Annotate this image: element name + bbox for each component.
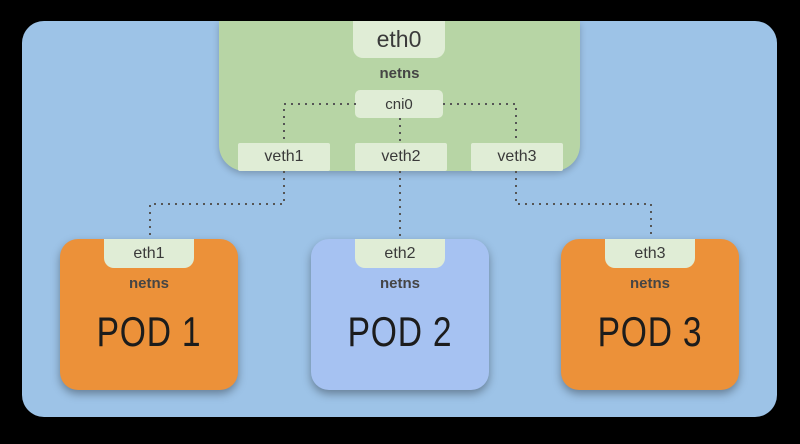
pod-1-box: eth1 netns POD 1	[60, 239, 238, 390]
eth1-interface-box: eth1	[104, 239, 194, 268]
eth2-interface-box: eth2	[355, 239, 445, 268]
veth3-box: veth3	[471, 143, 563, 171]
eth3-interface-box: eth3	[605, 239, 695, 268]
pod-1-netns-label: netns	[128, 275, 169, 292]
eth0-label: eth0	[376, 26, 422, 52]
pod-3-netns-label: netns	[629, 275, 670, 292]
pod-3-name: POD 3	[597, 308, 703, 355]
cni0-bridge-box: cni0	[355, 90, 443, 118]
veth1-box: veth1	[238, 143, 330, 171]
wire-veth1-to-eth1	[149, 171, 285, 239]
root-netns-box: eth0 netns cni0 veth1 veth2 veth3	[219, 21, 580, 171]
pod-2-netns-label: netns	[379, 275, 420, 292]
pod-1-name: POD 1	[96, 308, 202, 355]
host-netns-area: eth0 netns cni0 veth1 veth2 veth3 eth1 n…	[22, 21, 777, 417]
wire-veth3-to-eth3	[515, 171, 652, 239]
pod-3-box: eth3 netns POD 3	[561, 239, 739, 390]
root-netns-label: netns	[379, 65, 420, 82]
cni0-label: cni0	[385, 95, 413, 113]
pod-2-name: POD 2	[347, 308, 453, 355]
pod-2-box: eth2 netns POD 2	[311, 239, 489, 390]
eth0-interface-box: eth0	[353, 21, 445, 58]
veth2-box: veth2	[355, 143, 447, 171]
